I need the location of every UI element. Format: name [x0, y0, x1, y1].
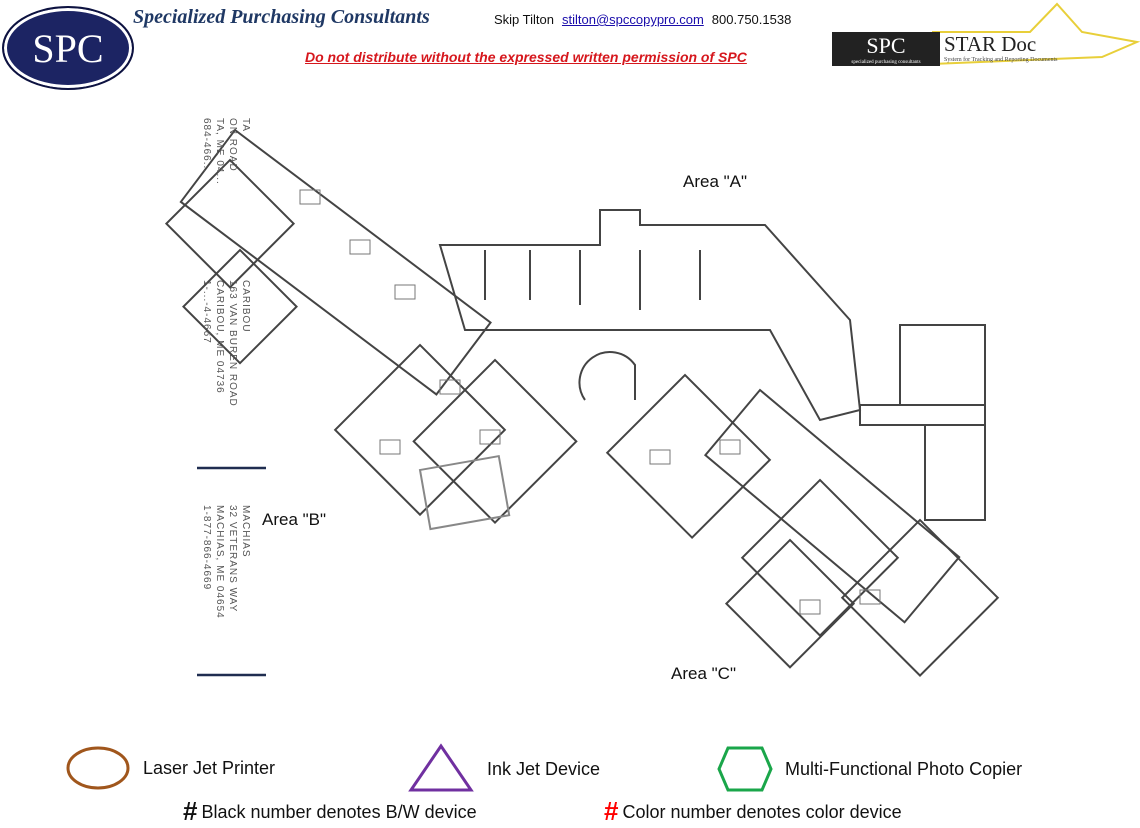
phone: 800.750.1538 — [711, 12, 792, 27]
email-link[interactable]: stilton@spccopypro.com — [561, 12, 704, 27]
contact-info: Skip Tilton stilton@spccopypro.com 800.750… — [494, 12, 791, 27]
wing-c-upper — [605, 373, 772, 540]
legend-color: #Color number denotes color device — [604, 796, 902, 826]
logo-text: SPC — [32, 25, 104, 71]
legend-bw: #Black number denotes B/W device — [183, 796, 477, 826]
legend-mfp: Multi-Functional Photo Copier — [785, 759, 1023, 779]
inkjet-triangle-icon — [408, 743, 474, 792]
floor-plan — [164, 128, 1000, 677]
laser-printer-icon — [66, 746, 130, 790]
annex — [899, 324, 986, 406]
bw-hash-icon: # — [183, 796, 198, 826]
wing-a — [438, 209, 862, 422]
color-hash-icon: # — [604, 796, 619, 826]
mfp-hexagon-icon — [717, 746, 773, 792]
company-name: Specialized Purchasing Consultants — [133, 6, 430, 28]
legend-inkjet: Ink Jet Device — [487, 759, 601, 779]
area-a-label: Area "A" — [683, 172, 748, 191]
wing-b-upper — [179, 128, 492, 396]
spc-logo: SPC — [2, 6, 134, 90]
distribution-warning: Do not distribute without the expressed … — [305, 49, 747, 65]
legend-laser: Laser Jet Printer — [143, 758, 276, 778]
star-outline-icon — [931, 2, 1140, 65]
area-c-label: Area "C" — [671, 664, 736, 683]
star-logo-sub: System for Tracking and Reporting Docume… — [944, 57, 1058, 63]
wing-b-lower — [333, 343, 507, 517]
star-logo-right: STAR Doc — [944, 32, 1037, 56]
contact-name: Skip Tilton — [494, 12, 554, 27]
area-b-label: Area "B" — [262, 510, 327, 529]
